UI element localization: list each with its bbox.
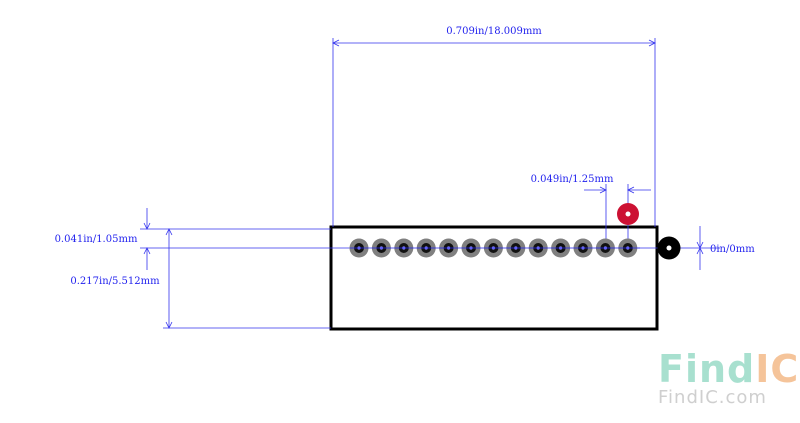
dimension-right-offset-label: 0in/0mm bbox=[710, 244, 755, 255]
dimension-top-width bbox=[332, 38, 656, 227]
watermark-logo-find: Find bbox=[658, 347, 755, 391]
svg-text:FindIC: FindIC bbox=[658, 347, 799, 391]
watermark: FindIC FindIC.com bbox=[658, 347, 799, 408]
origin-marker bbox=[657, 236, 681, 260]
dimension-left-offset-label: 0.041in/1.05mm bbox=[55, 234, 138, 245]
watermark-url: FindIC.com bbox=[658, 387, 767, 408]
dimension-left bbox=[140, 208, 360, 329]
dimension-top-width-label: 0.709in/18.009mm bbox=[446, 26, 542, 37]
component-outline bbox=[329, 225, 659, 331]
pin1-marker bbox=[617, 203, 639, 225]
dimension-body-height-label: 0.217in/5.512mm bbox=[70, 276, 160, 287]
dimension-pin-pitch-label: 0.049in/1.25mm bbox=[531, 174, 614, 185]
pin-row bbox=[349, 238, 640, 258]
watermark-logo-ic: IC bbox=[755, 347, 799, 391]
